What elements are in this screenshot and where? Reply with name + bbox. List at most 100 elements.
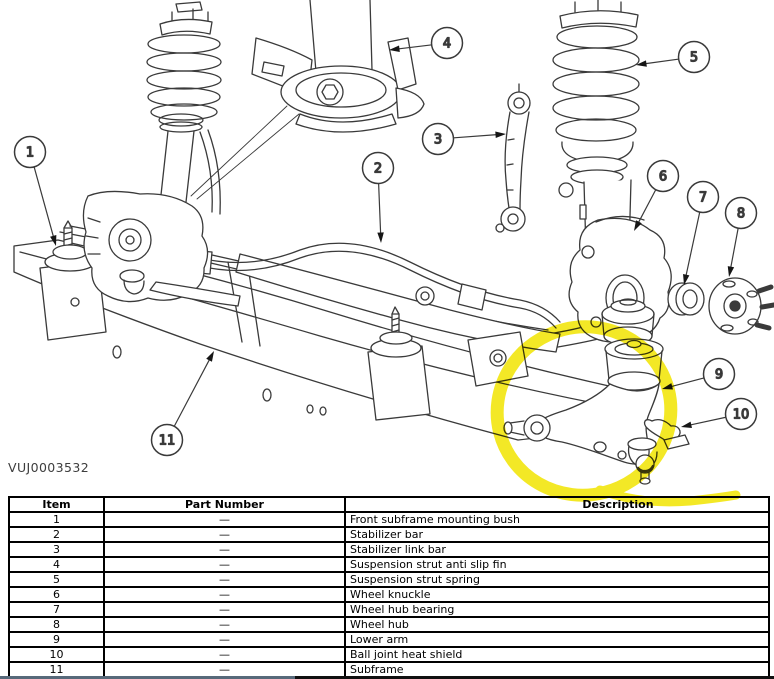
- callout-leader-line: [644, 58, 679, 65]
- col-header-part-number: Part Number: [103, 496, 346, 513]
- callout-arrowhead: [636, 60, 647, 67]
- callout-arrowhead: [389, 45, 400, 52]
- callout-circle: [724, 397, 758, 431]
- item-cell: 7: [8, 601, 105, 618]
- item-cell: 6: [8, 586, 105, 603]
- callout-leader-line: [637, 189, 657, 224]
- callout-number: 10: [733, 408, 750, 423]
- callout-number: 5: [690, 51, 698, 66]
- stabilizer-link-bar: [495, 83, 531, 233]
- callout-1: 1: [13, 135, 57, 246]
- callout-arrowhead: [634, 220, 642, 231]
- callout-number: 1: [26, 146, 34, 161]
- callout-4: 4: [389, 26, 464, 60]
- wheel-hub-bearing: [667, 282, 705, 316]
- callout-number: 11: [159, 434, 176, 449]
- item-cell: 9: [8, 631, 105, 648]
- part-number-cell: —: [103, 556, 346, 573]
- callout-arrowhead: [50, 235, 57, 246]
- description-cell: Suspension strut anti slip fin: [344, 556, 770, 573]
- callout-leader-line: [33, 166, 55, 238]
- parts-table: Item Part Number Description 1—Front sub…: [8, 496, 770, 678]
- callout-leader-line: [730, 228, 739, 269]
- table-row: 10—Ball joint heat shield: [8, 646, 770, 663]
- part-number-cell: —: [103, 586, 346, 603]
- callout-arrowhead: [662, 383, 673, 390]
- front-subframe-mounting-bush-center: [367, 306, 431, 421]
- parts-table-header: Item Part Number Description: [8, 496, 770, 513]
- callout-leader-line: [378, 183, 382, 235]
- callout-circle: [361, 151, 395, 185]
- bottom-edge-strip: [0, 676, 774, 679]
- callout-arrowhead: [495, 131, 506, 139]
- description-cell: Wheel knuckle: [344, 586, 770, 603]
- callout-circle: [430, 26, 464, 60]
- col-header-item: Item: [8, 496, 105, 513]
- callout-circle: [150, 423, 184, 457]
- description-cell: Suspension strut spring: [344, 571, 770, 588]
- part-number-cell: —: [103, 661, 346, 678]
- callout-8: 8: [724, 196, 758, 277]
- description-cell: Wheel hub: [344, 616, 770, 633]
- callout-leader-line: [685, 212, 701, 277]
- wheel-hub: [708, 277, 774, 335]
- item-cell: 1: [8, 511, 105, 528]
- right-suspension-strut: [552, 0, 640, 253]
- part-number-cell: —: [103, 616, 346, 633]
- figure-code: VUJ0003532: [8, 460, 90, 475]
- callout-arrowhead: [681, 421, 692, 428]
- callout-arrowhead: [727, 266, 735, 277]
- callout-arrowhead: [206, 351, 214, 362]
- callout-number: 9: [715, 368, 723, 383]
- part-number-cell: —: [103, 541, 346, 558]
- item-cell: 8: [8, 616, 105, 633]
- callout-number: 8: [737, 207, 745, 222]
- callout-leader-line: [689, 416, 726, 426]
- callout-circle: [724, 196, 758, 230]
- callout-9: 9: [662, 357, 736, 391]
- table-row: 8—Wheel hub: [8, 616, 770, 633]
- item-cell: 4: [8, 556, 105, 573]
- part-number-cell: —: [103, 601, 346, 618]
- left-wheel-knuckle-assembly: [82, 190, 241, 307]
- part-number-cell: —: [103, 646, 346, 663]
- part-number-cell: —: [103, 526, 346, 543]
- front-subframe-mounting-bush-left: [39, 220, 107, 341]
- callout-5: 5: [636, 40, 711, 74]
- callout-6: 6: [634, 159, 680, 231]
- description-cell: Front subframe mounting bush: [344, 511, 770, 528]
- col-header-description: Description: [344, 496, 770, 513]
- description-cell: Stabilizer link bar: [344, 541, 770, 558]
- description-cell: Lower arm: [344, 631, 770, 648]
- callout-circle: [421, 122, 455, 156]
- callout-11: 11: [150, 351, 214, 457]
- callout-circle: [13, 135, 47, 169]
- item-cell: 2: [8, 526, 105, 543]
- callout-7: 7: [683, 180, 720, 285]
- callout-circle: [686, 180, 720, 214]
- description-cell: Subframe: [344, 661, 770, 678]
- callout-circle: [677, 40, 711, 74]
- item-cell: 5: [8, 571, 105, 588]
- callout-number: 2: [374, 162, 382, 177]
- part-number-cell: —: [103, 571, 346, 588]
- table-row: 5—Suspension strut spring: [8, 571, 770, 588]
- callout-circle: [646, 159, 680, 193]
- callout-circle: [702, 357, 736, 391]
- table-row: 1—Front subframe mounting bush: [8, 511, 770, 528]
- item-cell: 11: [8, 661, 105, 678]
- table-row: 11—Subframe: [8, 661, 770, 678]
- description-cell: Wheel hub bearing: [344, 601, 770, 618]
- table-row: 2—Stabilizer bar: [8, 526, 770, 543]
- callout-number: 7: [699, 191, 707, 206]
- description-cell: Ball joint heat shield: [344, 646, 770, 663]
- table-row: 9—Lower arm: [8, 631, 770, 648]
- top-mounting-bracket: [190, 0, 425, 200]
- bottom-edge-strip-left: [0, 676, 295, 679]
- callout-leader-line: [670, 377, 705, 388]
- callout-2: 2: [361, 151, 395, 243]
- part-number-cell: —: [103, 631, 346, 648]
